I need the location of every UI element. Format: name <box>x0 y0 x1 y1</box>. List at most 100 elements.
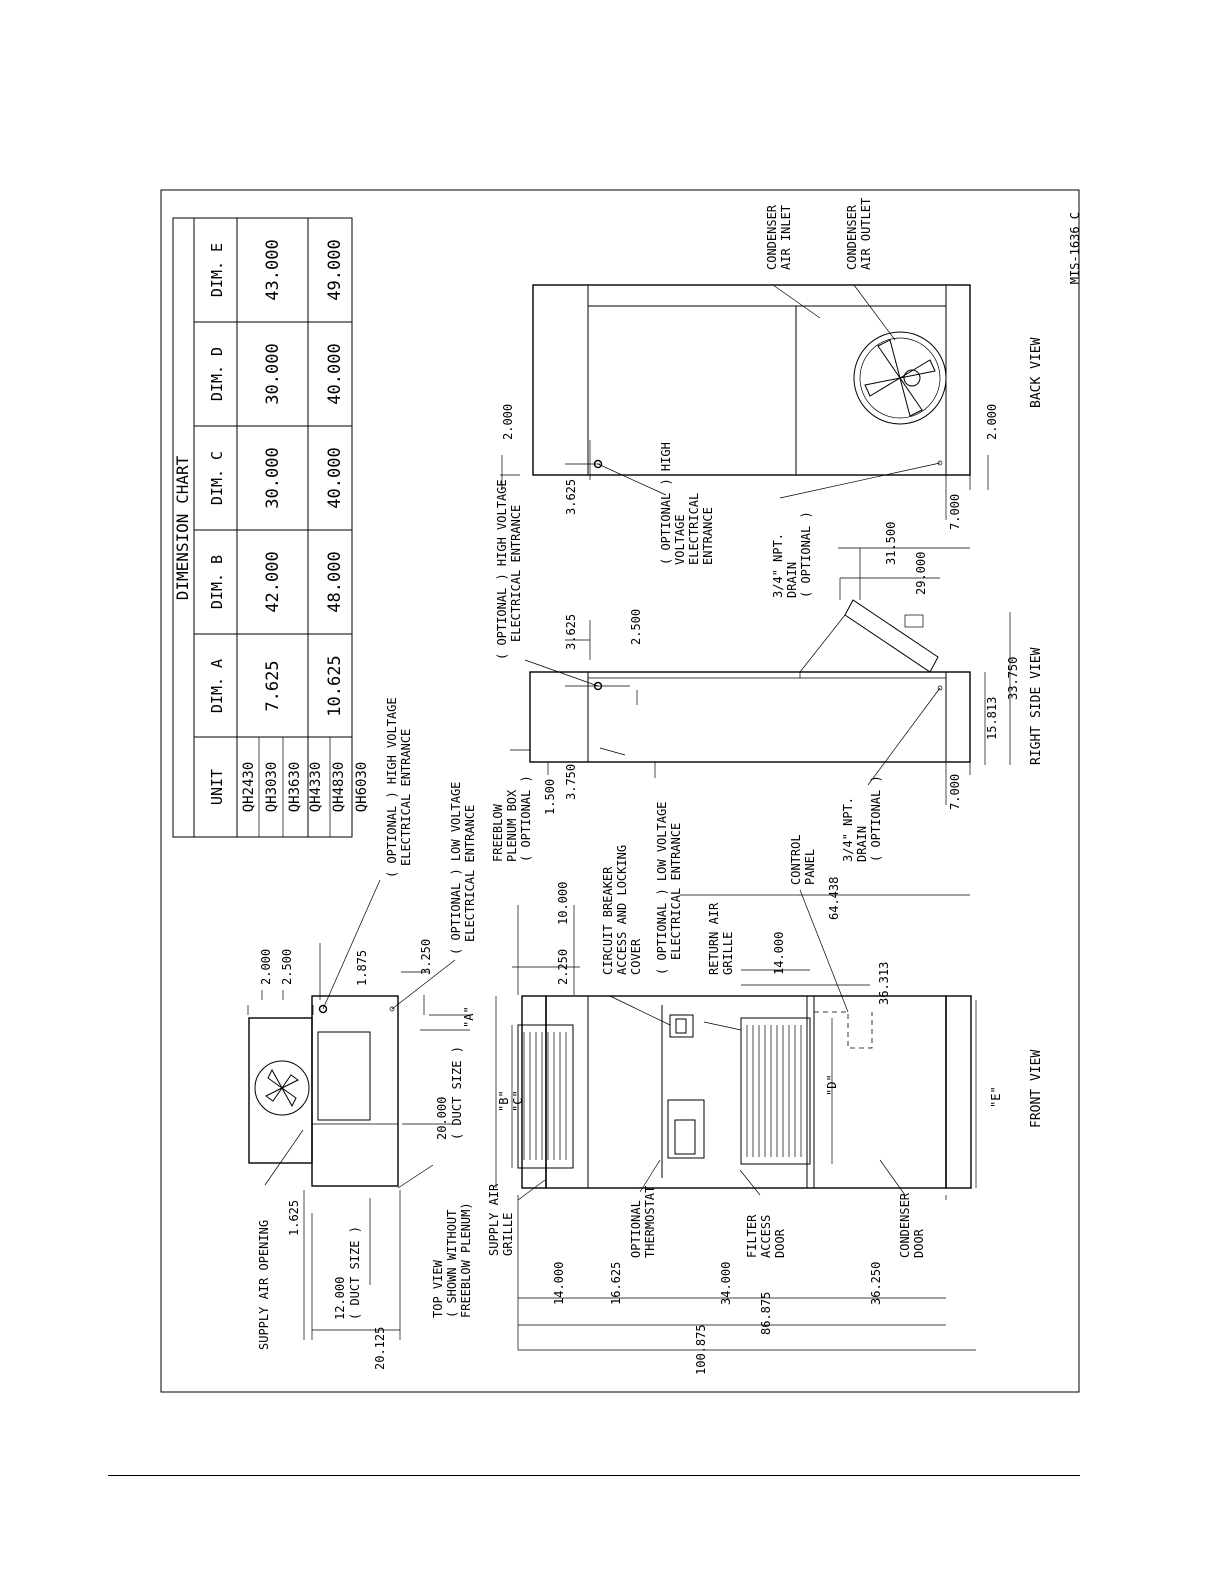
condenser-door-label: CONDENSER <box>898 1192 912 1258</box>
hv-entrance-top-label: ( OPTIONAL ) HIGH VOLTAGE <box>385 697 399 878</box>
return-grille-label: RETURN AIR <box>707 902 721 975</box>
drain-side-label: ( OPTIONAL ) <box>869 775 883 862</box>
hv-entrance-marker-icon <box>318 1004 328 1014</box>
page-footer-rule <box>108 1475 1080 1476</box>
dim-a-label: "A" <box>462 1006 476 1028</box>
dim-b-value-group1: 42.000 <box>263 551 283 612</box>
drain-side-label: DRAIN <box>855 826 869 862</box>
front-view-dimensions <box>495 889 977 1351</box>
back-view <box>532 284 971 476</box>
dim-label: 3.250 <box>419 939 433 975</box>
dim-label: 3.750 <box>564 764 578 800</box>
dim-label: 14.000 <box>772 932 786 975</box>
lv-entrance-front-label: ( OPTIONAL ) LOW VOLTAGE <box>655 802 669 975</box>
filter-door-label: ACCESS <box>759 1215 773 1258</box>
dim-c-value-group1: 30.000 <box>263 447 283 508</box>
filter-door-label: FILTER <box>745 1214 759 1258</box>
dim-label: 29.000 <box>914 552 928 595</box>
right-side-view-title: RIGHT SIDE VIEW <box>1029 647 1044 765</box>
dim-label: 1.500 <box>543 779 557 815</box>
supply-grille-label: GRILLE <box>501 1213 515 1256</box>
drain-side-label: 3/4" NPT. <box>841 797 855 862</box>
thermostat-label: THERMOSTAT <box>643 1186 657 1258</box>
dim-label: 86.875 <box>759 1292 773 1335</box>
lv-entrance-front-label: ELECTRICAL ENTRANCE <box>669 823 683 960</box>
top-view-title: TOP VIEW <box>431 1259 445 1318</box>
filter-door-label: DOOR <box>773 1228 787 1258</box>
dim-b-value-group2: 48.000 <box>325 551 345 612</box>
dim-label: 2.000 <box>501 404 515 440</box>
hv-entrance-top-label: ELECTRICAL ENTRANCE <box>399 729 413 866</box>
condenser-outlet-label: AIR OUTLET <box>859 198 873 270</box>
hv-entrance-back-label: VOLTAGE <box>673 514 687 565</box>
drawing-number: MIS-1636 C <box>1068 212 1082 284</box>
lv-entrance-top-label: ( OPTIONAL ) LOW VOLTAGE <box>449 782 463 955</box>
dim-d-value-group2: 40.000 <box>325 343 345 404</box>
unit-model: QH6030 <box>354 762 370 813</box>
dimension-chart: DIMENSION CHART UNIT DIM. A DIM. B DIM. … <box>172 217 370 838</box>
thermostat-label: OPTIONAL <box>629 1200 643 1258</box>
dim-label: 1.875 <box>355 950 369 986</box>
header-dim-b: DIM. B <box>208 555 226 609</box>
dim-label: 15.813 <box>985 697 999 740</box>
unit-model: QH4830 <box>331 762 347 813</box>
drain-back-label: DRAIN <box>785 562 799 598</box>
dim-e-value-group1: 43.000 <box>263 239 283 300</box>
dim-a-value-group1: 7.625 <box>263 660 283 711</box>
dim-label: 7.000 <box>948 494 962 530</box>
dim-label: 12.000 <box>333 1277 347 1320</box>
dim-label: 3.625 <box>564 614 578 650</box>
supply-grille-label: SUPPLY AIR <box>487 1183 501 1256</box>
circuit-breaker-label: ACCESS AND LOCKING <box>615 845 629 975</box>
drain-back-label: 3/4" NPT. <box>771 533 785 598</box>
dim-label: 16.625 <box>609 1262 623 1305</box>
dim-label: 31.500 <box>884 522 898 565</box>
unit-model: QH4330 <box>308 762 324 813</box>
dim-label: 64.438 <box>827 877 841 920</box>
dim-label: 1.625 <box>287 1200 301 1236</box>
dim-e-label: "E" <box>989 1086 1003 1108</box>
control-panel-label: CONTROL <box>789 834 803 885</box>
hv-entrance-back-label: ELECTRICAL <box>687 493 701 565</box>
dim-label: 2.500 <box>629 609 643 645</box>
freeblow-label: ( OPTIONAL ) <box>519 775 533 862</box>
freeblow-label: FREEBLOW <box>491 803 505 862</box>
dim-label: 20.000 <box>435 1097 449 1140</box>
return-grille-label: GRILLE <box>721 932 735 975</box>
dim-label: 14.000 <box>552 1262 566 1305</box>
dim-label: 7.000 <box>948 774 962 810</box>
hv-entrance-back-label: ( OPTIONAL ) HIGH <box>659 442 673 565</box>
front-view <box>517 995 972 1189</box>
supply-air-opening-label: SUPPLY AIR OPENING <box>257 1220 271 1350</box>
top-view-title: FREEBLOW PLENUM) <box>459 1202 473 1318</box>
top-view-dimensions <box>247 879 470 1340</box>
dim-label: 36.313 <box>877 962 891 1005</box>
condenser-inlet-label: CONDENSER <box>765 204 779 270</box>
dim-b-label: "B" <box>497 1090 511 1112</box>
condenser-fan-housing-icon <box>844 599 939 673</box>
unit-model: QH3030 <box>264 762 280 813</box>
hv-entrance-side-label: ELECTRICAL ENTRANCE <box>509 505 523 642</box>
freeblow-label: PLENUM BOX <box>505 789 519 862</box>
right-side-view <box>529 599 971 763</box>
dim-d-value-group1: 30.000 <box>263 343 283 404</box>
drawing-border <box>160 189 1080 1393</box>
header-dim-d: DIM. D <box>208 347 226 401</box>
circuit-breaker-label: CIRCUIT BREAKER <box>601 866 615 975</box>
dim-c-label: "C" <box>511 1090 525 1112</box>
header-unit: UNIT <box>208 769 226 805</box>
condenser-door-label: DOOR <box>912 1228 926 1258</box>
dim-label: 2.000 <box>985 404 999 440</box>
back-view-dimensions <box>500 284 989 520</box>
duct-size-label: ( DUCT SIZE ) <box>450 1046 464 1140</box>
hv-entrance-side-label: ( OPTIONAL ) HIGH VOLTAGE <box>495 479 509 660</box>
dim-e-value-group2: 49.000 <box>325 239 345 300</box>
lv-entrance-top-label: ELECTRICAL ENTRANCE <box>463 805 477 942</box>
dim-label: 2.000 <box>259 949 273 985</box>
dim-label: 3.625 <box>564 479 578 515</box>
dim-label: 36.250 <box>869 1262 883 1305</box>
unit-model: QH2430 <box>241 762 257 813</box>
hv-entrance-back-label: ENTRANCE <box>701 507 715 565</box>
condenser-inlet-label: AIR INLET <box>779 205 793 270</box>
